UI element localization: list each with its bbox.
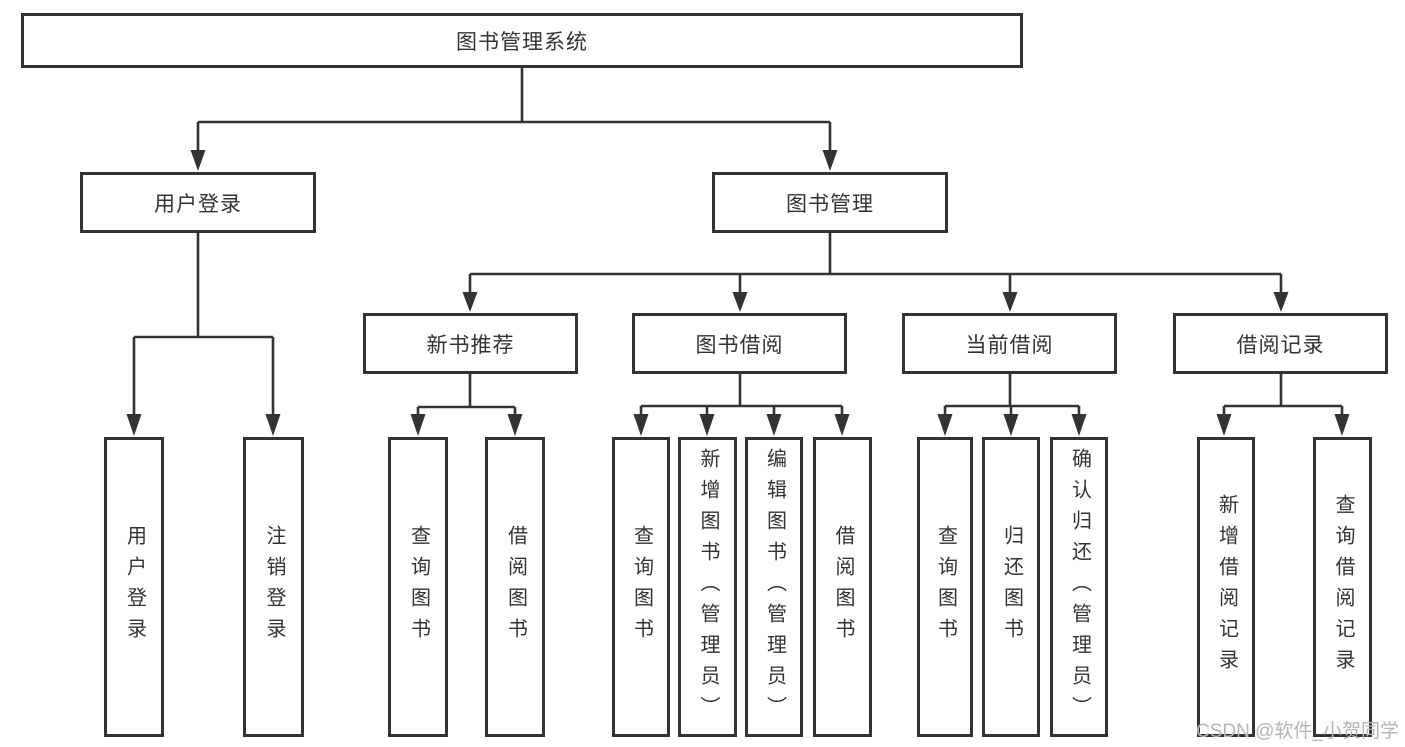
leaf-confirm-return-admin: 确认归还（管理员） <box>1050 437 1108 737</box>
arrowhead-edit-books-admin <box>766 414 782 436</box>
leaf-logout: 注销登录 <box>243 437 304 737</box>
node-borrowing-records: 借阅记录 <box>1173 313 1388 374</box>
arrowhead-add-borrow-record <box>1216 414 1232 436</box>
leaf-borrow-books-1: 借阅图书 <box>485 437 545 737</box>
edge-book-borrowing-children <box>639 374 844 418</box>
leaf-return-books: 归还图书 <box>982 437 1040 737</box>
leaf-user-login-label: 用户登录 <box>123 525 146 649</box>
leaf-borrow-books-1-label: 借阅图书 <box>504 525 527 649</box>
arrowhead-new-book-recommendation <box>462 292 478 312</box>
arrowhead-return-books <box>1003 414 1019 436</box>
arrowhead-user-login <box>190 150 206 171</box>
arrowhead-leaf-user-login <box>126 414 142 436</box>
node-new-book-recommendation-label: 新书推荐 <box>426 333 515 357</box>
leaf-query-books-2: 查询图书 <box>612 437 670 737</box>
node-user-login: 用户登录 <box>80 172 316 233</box>
node-book-borrowing: 图书借阅 <box>632 313 847 374</box>
arrowhead-confirm-return-admin <box>1071 414 1087 436</box>
arrowhead-query-borrow-record <box>1334 414 1350 436</box>
leaf-add-borrow-record: 新增借阅记录 <box>1197 437 1255 737</box>
edge-current-borrowing-children <box>943 374 1081 418</box>
leaf-query-borrow-record: 查询借阅记录 <box>1313 437 1372 737</box>
leaf-borrow-books-2-label: 借阅图书 <box>832 525 854 649</box>
arrowhead-query-books-2 <box>633 414 649 436</box>
leaf-add-books-admin: 新增图书（管理员） <box>678 437 737 737</box>
arrowhead-leaf-logout <box>265 414 281 436</box>
leaf-query-books-3-label: 查询图书 <box>934 525 957 649</box>
node-book-borrowing-label: 图书借阅 <box>695 333 784 357</box>
arrowhead-current-borrowing <box>1002 292 1018 312</box>
leaf-user-login: 用户登录 <box>104 437 164 737</box>
leaf-borrow-books-2: 借阅图书 <box>813 437 872 737</box>
leaf-return-books-label: 归还图书 <box>1000 525 1023 649</box>
edge-new-book-recommendation-children <box>416 374 517 418</box>
edge-user-login-children <box>132 233 275 416</box>
node-current-borrowing-label: 当前借阅 <box>965 333 1054 357</box>
leaf-edit-books-admin: 编辑图书（管理员） <box>745 437 803 737</box>
node-current-borrowing: 当前借阅 <box>902 313 1117 374</box>
node-borrowing-records-label: 借阅记录 <box>1236 333 1325 357</box>
node-book-management-label: 图书管理 <box>786 192 874 216</box>
leaf-logout-label: 注销登录 <box>263 525 285 649</box>
leaf-query-books-1: 查询图书 <box>388 437 448 737</box>
leaf-query-books-3: 查询图书 <box>917 437 973 737</box>
leaf-query-books-2-label: 查询图书 <box>630 525 653 649</box>
leaf-add-borrow-record-label: 新增借阅记录 <box>1215 494 1238 680</box>
node-user-login-label: 用户登录 <box>154 192 242 216</box>
edge-root-to-level1 <box>196 68 832 152</box>
node-new-book-recommendation: 新书推荐 <box>363 313 578 374</box>
leaf-add-books-admin-label: 新增图书（管理员） <box>697 447 719 727</box>
leaf-edit-books-admin-label: 编辑图书（管理员） <box>763 447 786 727</box>
arrowhead-borrowing-records <box>1273 292 1289 312</box>
edge-book-management-children <box>468 233 1283 294</box>
arrowhead-book-borrowing <box>732 292 748 312</box>
csdn-watermark: CSDN @软件_小贺同学 <box>1196 721 1399 742</box>
arrowhead-query-books-1 <box>410 414 426 436</box>
node-book-management: 图书管理 <box>712 172 948 233</box>
node-root: 图书管理系统 <box>21 13 1023 68</box>
arrowhead-book-management <box>822 150 838 171</box>
arrowhead-add-books-admin <box>699 414 715 436</box>
node-root-label: 图书管理系统 <box>456 30 588 54</box>
arrowhead-borrow-books-2 <box>834 414 850 436</box>
edge-borrowing-records-children <box>1222 374 1344 418</box>
leaf-query-borrow-record-label: 查询借阅记录 <box>1332 494 1354 680</box>
leaf-query-books-1-label: 查询图书 <box>407 525 430 649</box>
arrowhead-query-books-3 <box>937 414 953 436</box>
leaf-confirm-return-admin-label: 确认归还（管理员） <box>1068 447 1091 727</box>
arrowhead-borrow-books-1 <box>507 414 523 436</box>
